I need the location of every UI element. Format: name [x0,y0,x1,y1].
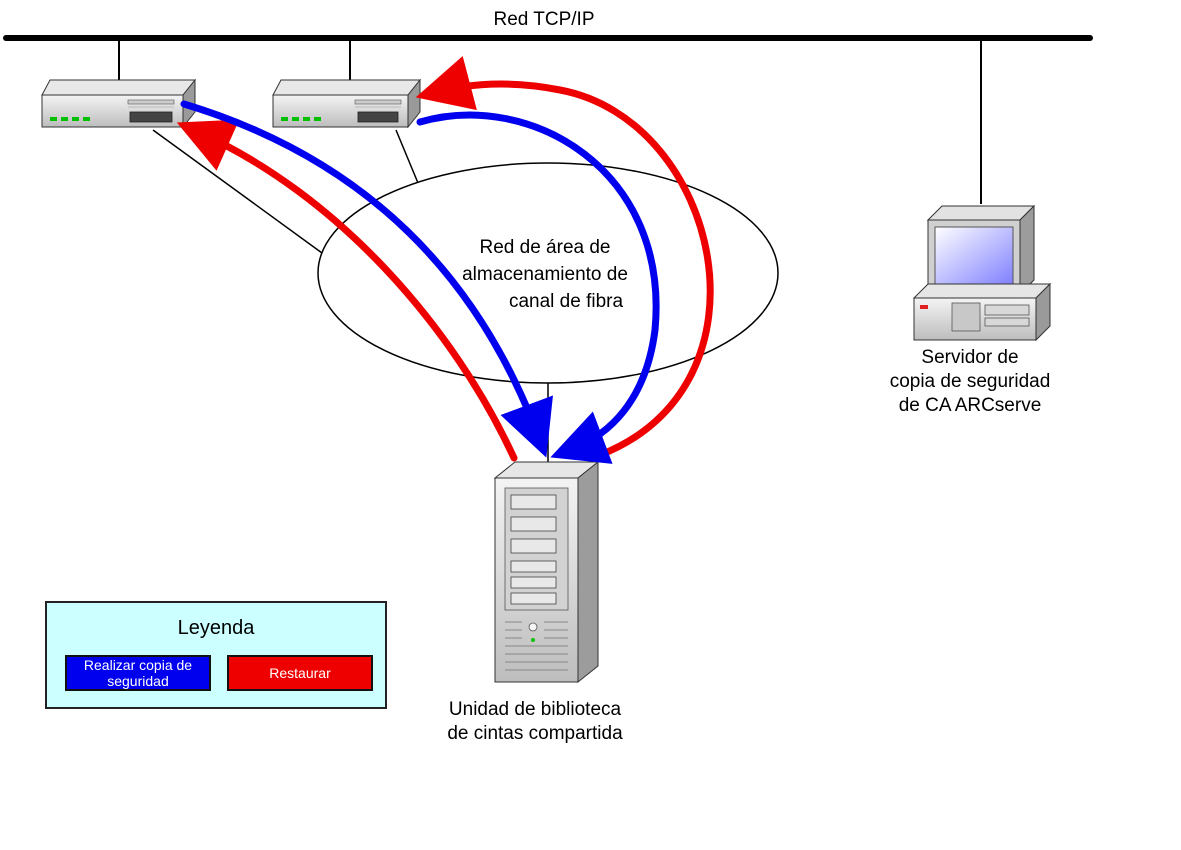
server-label-line-1: Servidor de [921,347,1019,368]
legend-title: Leyenda [177,617,255,639]
legend-restore-label: Restaurar [269,665,331,681]
legend-backup-key: Realizar copia de seguridad [65,655,211,691]
tape-library-label: Unidad de biblioteca de cintas compartid… [410,698,660,746]
server-label-line-3: de CA ARCserve [898,395,1042,416]
backup-arrow-from-device-2 [416,111,660,464]
legend-restore-key: Restaurar [227,655,373,691]
restore-arrow-to-device-1 [176,119,518,462]
network-label: Red TCP/IP [493,9,595,30]
restore-arrows [176,56,714,462]
tape-library-label-line-1: Unidad de biblioteca [448,699,622,720]
tape-library-tower-icon [493,460,600,684]
tape-library-label-line-2: de cintas compartida [447,723,623,744]
legend-backup-label-line-1: Realizar copia de [83,657,193,673]
backup-server-device-icon [272,78,422,129]
backup-arrows [180,100,660,464]
legend-box: Leyenda Realizar copia de seguridad Rest… [45,601,387,709]
restore-arrow-to-device-2 [415,56,714,459]
backup-arrow-from-device-1 [180,100,553,458]
san-label-line-2: almacenamiento de [462,264,628,285]
arcserve-server-computer-icon [912,204,1052,342]
san-link-device-2 [395,129,419,184]
san-label: Red de área de almacenamiento de canal d… [430,234,660,315]
server-label-line-2: copia de seguridad [889,371,1051,392]
backup-server-device-icon [41,78,197,129]
legend-backup-label-line-2: seguridad [107,673,169,689]
san-label-line-1: Red de área de [479,237,611,258]
server-label: Servidor de copia de seguridad de CA ARC… [855,346,1085,418]
san-label-line-3: canal de fibra [508,291,624,312]
